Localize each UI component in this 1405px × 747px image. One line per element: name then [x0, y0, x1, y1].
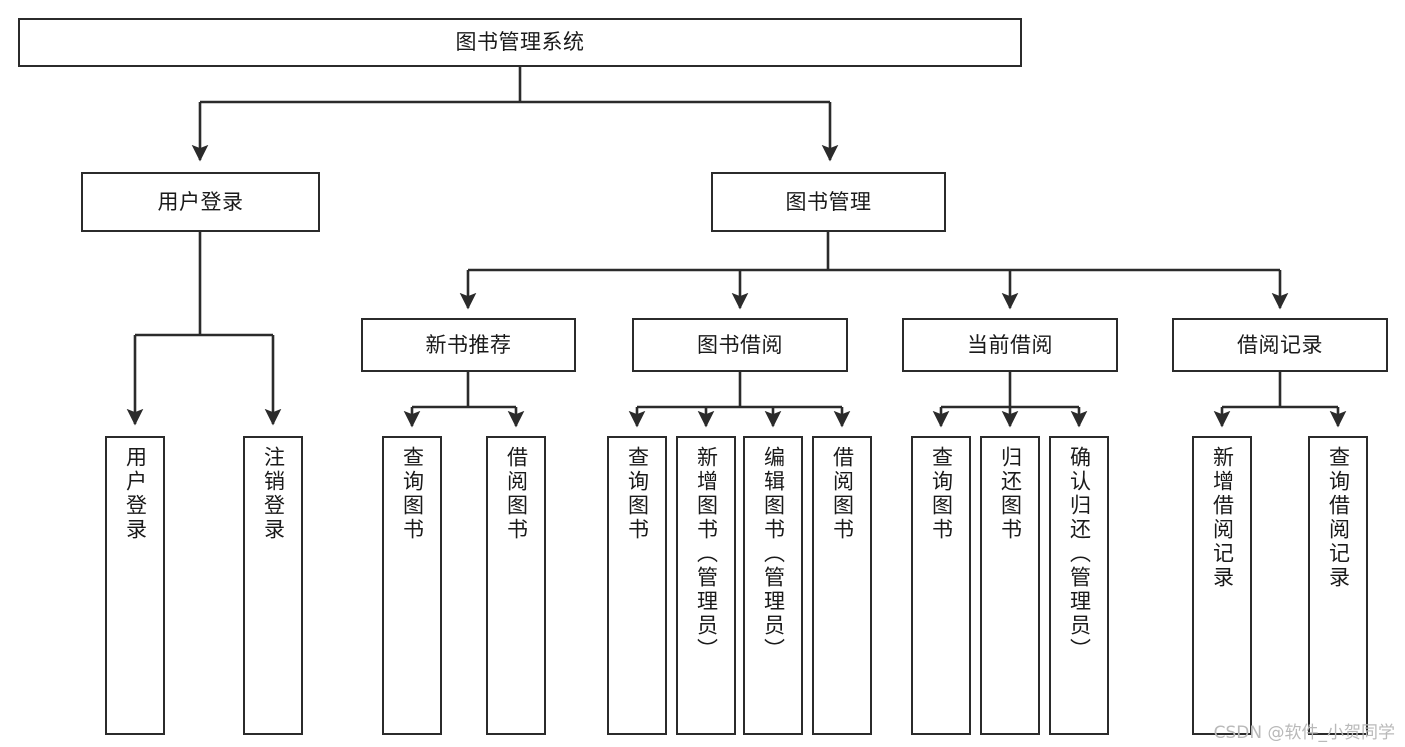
leaf-query-book-3[interactable]: 查询图书: [911, 436, 971, 735]
leaf-add-book-label: 新增图书（管理员）: [694, 446, 719, 662]
node-root[interactable]: 图书管理系统: [18, 18, 1022, 67]
leaf-user-login[interactable]: 用户登录: [105, 436, 165, 735]
leaf-logout-label: 注销登录: [261, 446, 286, 542]
leaf-edit-book[interactable]: 编辑图书（管理员）: [743, 436, 803, 735]
edge-new-book-rec-to-leaves: [403, 372, 525, 428]
edge-book-manage-to-level3: [459, 232, 1289, 310]
leaf-borrow-book-1[interactable]: 借阅图书: [486, 436, 546, 735]
leaf-query-record-label: 查询借阅记录: [1326, 446, 1351, 590]
node-book-borrow-label: 图书借阅: [697, 332, 783, 357]
edge-current-borrow-to-leaves: [932, 372, 1088, 428]
node-current-borrow[interactable]: 当前借阅: [902, 318, 1118, 372]
node-borrow-record-label: 借阅记录: [1237, 332, 1323, 357]
node-book-manage-label: 图书管理: [785, 189, 872, 214]
leaf-query-book-3-label: 查询图书: [929, 446, 954, 542]
leaf-add-record-label: 新增借阅记录: [1210, 446, 1235, 590]
leaf-logout[interactable]: 注销登录: [243, 436, 303, 735]
leaf-query-book-1[interactable]: 查询图书: [382, 436, 442, 735]
leaf-confirm-return[interactable]: 确认归还（管理员）: [1049, 436, 1109, 735]
node-user-login-label: 用户登录: [157, 189, 244, 214]
leaf-user-login-label: 用户登录: [123, 446, 148, 542]
leaf-borrow-book-2[interactable]: 借阅图书: [812, 436, 872, 735]
node-new-book-recommend-label: 新书推荐: [425, 332, 512, 357]
node-borrow-record[interactable]: 借阅记录: [1172, 318, 1388, 372]
node-current-borrow-label: 当前借阅: [967, 332, 1053, 357]
edge-user-login-to-leaves: [126, 232, 282, 426]
leaf-query-book-2-label: 查询图书: [625, 446, 650, 542]
edge-book-borrow-to-leaves: [628, 372, 851, 428]
leaf-confirm-return-label: 确认归还（管理员）: [1067, 446, 1092, 662]
leaf-return-book[interactable]: 归还图书: [980, 436, 1040, 735]
node-book-borrow[interactable]: 图书借阅: [632, 318, 848, 372]
node-book-manage[interactable]: 图书管理: [711, 172, 946, 232]
leaf-borrow-book-2-label: 借阅图书: [830, 446, 855, 542]
leaf-edit-book-label: 编辑图书（管理员）: [761, 446, 786, 662]
leaf-query-book-1-label: 查询图书: [400, 446, 425, 542]
leaf-add-book[interactable]: 新增图书（管理员）: [676, 436, 736, 735]
leaf-borrow-book-1-label: 借阅图书: [504, 446, 529, 542]
node-user-login[interactable]: 用户登录: [81, 172, 320, 232]
node-root-label: 图书管理系统: [455, 30, 585, 55]
leaf-query-book-2[interactable]: 查询图书: [607, 436, 667, 735]
csdn-watermark: CSDN @软件_小贺同学: [1213, 723, 1395, 743]
edge-borrow-record-to-leaves: [1213, 372, 1347, 428]
leaf-query-record[interactable]: 查询借阅记录: [1308, 436, 1368, 735]
edge-root-to-level2: [191, 67, 839, 162]
leaf-return-book-label: 归还图书: [998, 446, 1023, 542]
node-new-book-recommend[interactable]: 新书推荐: [361, 318, 576, 372]
leaf-add-record[interactable]: 新增借阅记录: [1192, 436, 1252, 735]
